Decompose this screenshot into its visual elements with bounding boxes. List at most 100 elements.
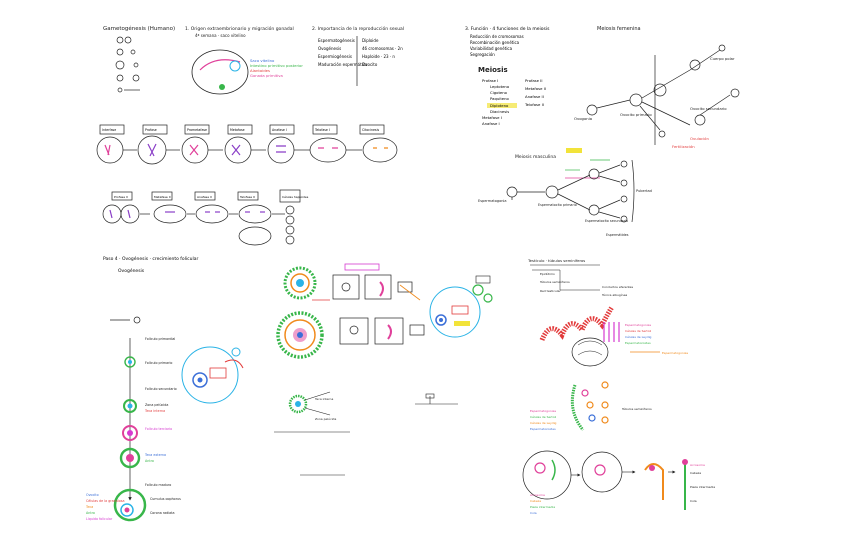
tubule-cell-2: Células de Sertoli (530, 415, 556, 419)
row2-label-3: Anafase II (197, 195, 212, 199)
repro-item-3: Espermiogénesis (318, 54, 352, 59)
female-note: Fertilización (672, 144, 695, 149)
row2-label-4: Telofase II (239, 195, 255, 199)
male-stage-4: Espermátides (606, 233, 629, 237)
label-box (142, 124, 168, 135)
sperm-legend-4: Cola (530, 511, 537, 515)
meiosis-point-1: Reducción de cromosomas (470, 34, 524, 39)
female-stage-3: Ovocito secundario (690, 106, 727, 111)
row1-label-1: Interfase (102, 128, 116, 132)
meiosis-point-3: Variabilidad genética (470, 46, 513, 51)
phase1-item: Paquiteno (490, 96, 510, 101)
meiosis-phase2-list: Profase II Metafase II Anafase II Telofa… (524, 78, 546, 107)
testis-part-2: Túbulos seminíferos (539, 280, 570, 284)
row1-label-5: Anafase I (272, 128, 287, 132)
row2-label-5: Células haploides (282, 195, 309, 199)
testis-oval (571, 337, 609, 367)
sexual-repro-title: 2. Importancia de la reproducción sexual (312, 25, 404, 32)
follicle-part-3: Teca externa (144, 453, 166, 457)
step1-text: 1. Origen extraembrionario y migración g… (185, 25, 294, 32)
follicle-part-6: Corona radiata (150, 511, 175, 515)
testis-cell-3: Células de Leydig (625, 335, 652, 339)
follicle-subtitle: Ovogénesis (118, 267, 145, 274)
tubule-cell-4: Espermatozoides (530, 427, 556, 431)
meiosis-point-4: Segregación (470, 52, 495, 57)
sperm-part-1: Acrosoma (690, 463, 705, 467)
spermatid-cell (522, 450, 572, 500)
phase1-item: Diacinesis (490, 109, 509, 114)
hormone-note-2: Zona pelúcida (315, 417, 336, 421)
male-stage-3: Espermatocito secundario (585, 219, 628, 223)
follicle-ring-2 (276, 311, 324, 359)
follicle-part-1: Zona pelúcida (145, 403, 168, 407)
phase2-item: Metafase II (525, 86, 546, 91)
female-title: Meiosis femenina (597, 26, 641, 32)
embryo-outline (191, 49, 249, 95)
repro-item-1: Espermatogénesis (318, 38, 355, 43)
repro-right-1: Diploide (362, 38, 379, 43)
label-box (184, 124, 210, 135)
tubule-side-label: Túbulos seminíferos (621, 407, 652, 411)
row2-label-1: Profase II (114, 195, 128, 199)
follicle-stage-2: Folículo primario (145, 361, 172, 365)
follicle-title: Paso 4 · Ovogénesis · crecimiento folicu… (103, 255, 198, 262)
testis-section: Testículo · túbulos seminíferos Epidídim… (522, 258, 715, 515)
follicle-bottom-5: Líquido folicular (86, 517, 113, 521)
legend-1: Saco vitelino (250, 58, 275, 63)
tertiary-follicle (119, 447, 141, 469)
follicle-bottom-3: Teca (85, 505, 93, 509)
hormone-note-1: Teca interna (314, 397, 333, 401)
testis-cell-4: Espermatozoides (625, 341, 651, 345)
repro-right-4: Ovocito (362, 62, 378, 67)
follicle-bottom-4: Antro (86, 511, 95, 515)
label-box (227, 124, 253, 135)
phase1-item: Metafase I (482, 115, 502, 120)
meiosis-title: Meiosis (478, 66, 508, 74)
follicle-part-2: Teca interna (144, 409, 165, 413)
repro-item-2: Ovogénesis (318, 46, 341, 51)
sperm-part-3: Pieza intermedia (690, 485, 715, 489)
meiosis-intro: 3. Función · 4 funciones de la meiosis (465, 25, 550, 32)
primordial-follicle (124, 356, 136, 368)
meiosis1-row: Interfase Profase Prometafase Metafase A… (96, 124, 398, 165)
row1-label-7: Citocinesis (362, 128, 379, 132)
phase2-item: Telofase II (524, 102, 544, 107)
repro-right-2: 46 cromosomas · 2n (362, 46, 403, 51)
sexual-repro-section: 2. Importancia de la reproducción sexual… (312, 25, 404, 86)
phase2-item: Anafase II (525, 94, 544, 99)
female-stage-4: Cuerpo polar (710, 56, 735, 61)
tubule-cell-3: Células de Leydig (530, 421, 557, 425)
phase1-item: Profase I (482, 78, 498, 83)
testis-title: Testículo · túbulos seminíferos (527, 258, 585, 263)
large-follicle (181, 346, 239, 404)
legend-2: Intestino primitivo posterior (250, 63, 303, 68)
female-stage-2: Ovocito primario (620, 112, 652, 117)
step1b-text: 4ª semana · saco vitelino (195, 33, 246, 38)
follicle-part-5: Cumulus oophorus (150, 497, 181, 501)
testis-part-4: Conductos eferentes (602, 285, 633, 289)
phase1-item: Leptoteno (490, 84, 510, 89)
follicle-stage-3: Folículo secundario (145, 387, 177, 391)
sperm-part-4: Cola (690, 499, 697, 503)
male-note: Pubertad (636, 189, 652, 193)
label-box (359, 124, 385, 135)
follicle-bottom-1: Ovocito (86, 493, 99, 497)
follicle-section: Paso 4 · Ovogénesis · crecimiento folicu… (85, 255, 244, 522)
repro-right-3: Haploide · 23 · n (362, 54, 395, 59)
testis-part-5: Túnica albugínea (601, 293, 627, 297)
row1-label-3: Prometafase (187, 128, 207, 132)
male-stage-2: Espermatocito primario (538, 203, 577, 207)
gametogenesis-section: Gametogénesis (Humano) 1. Origen extraem… (103, 25, 303, 95)
small-diagrams (115, 36, 140, 93)
sperm-part-2: Cabeza (690, 471, 701, 475)
seminiferous-tubule (539, 305, 615, 342)
female-stage-5: Ovulación (690, 136, 709, 141)
sperm-legend-3: Pieza intermedia (530, 505, 555, 509)
testis-note: Espermatogonias (662, 351, 688, 355)
highlight-box (566, 148, 582, 153)
follicle-bottom-2: Células de la granulosa (86, 499, 125, 503)
mature-follicle (113, 488, 147, 522)
female-stage-1: Ovogonia (574, 116, 592, 121)
follicle-stage-4: Folículo terciario (145, 427, 172, 431)
